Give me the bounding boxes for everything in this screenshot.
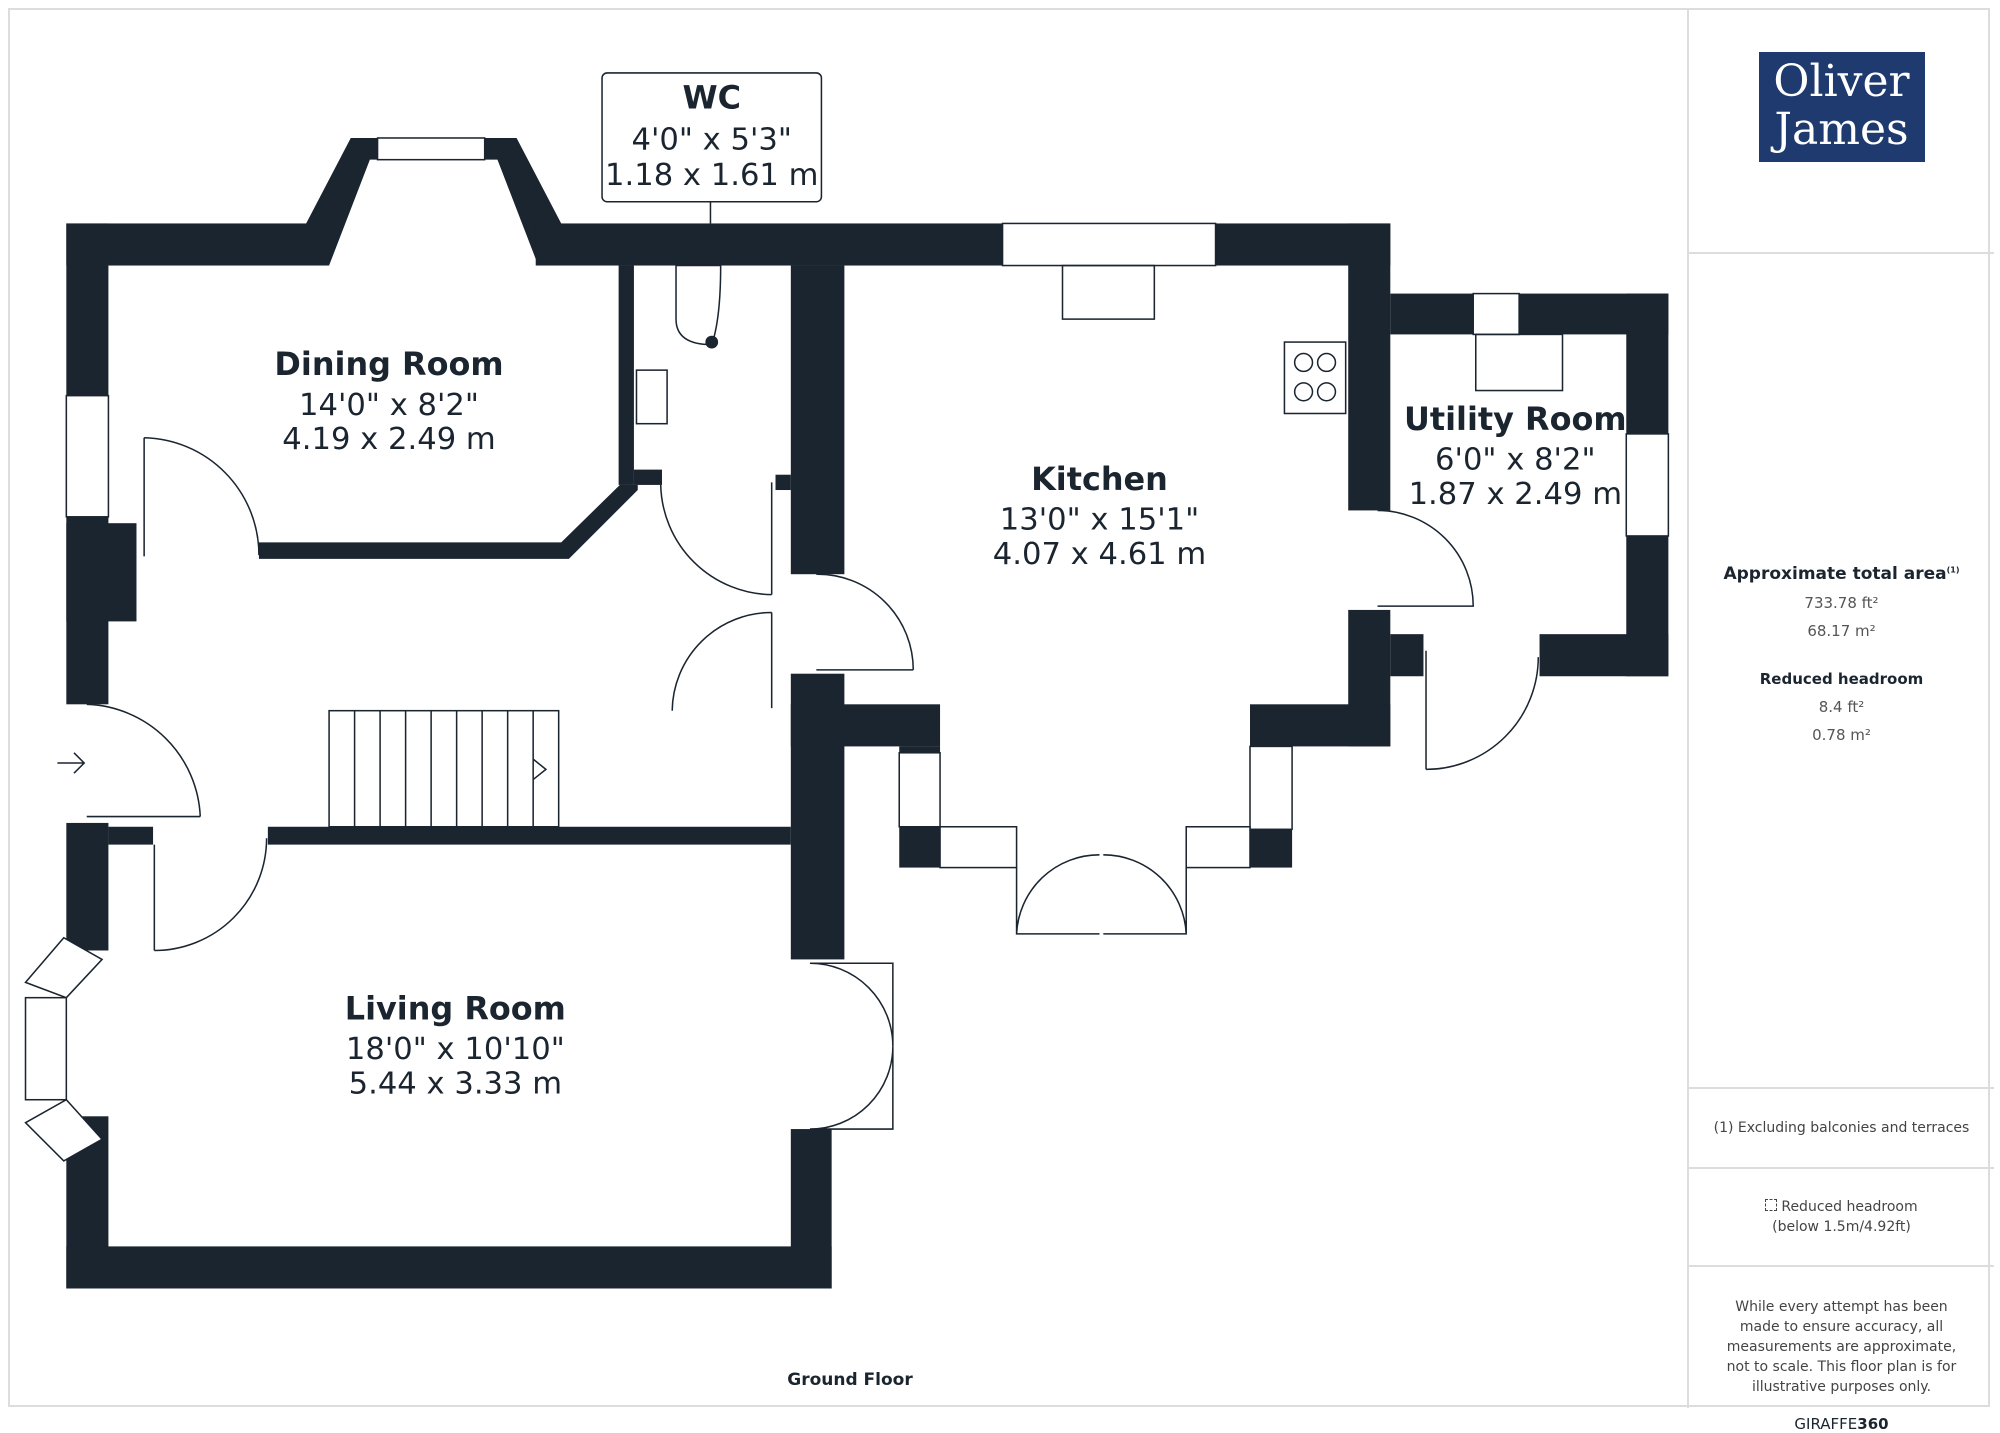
room-imperial: 18'0" x 10'10" <box>346 1032 565 1067</box>
room-imperial: 4'0" x 5'3" <box>632 122 792 157</box>
area-ft: 733.78 ft² <box>1804 594 1879 612</box>
room-imperial: 13'0" x 15'1" <box>1000 503 1199 538</box>
disclaimer: While every attempt has been made to ens… <box>1726 1299 1957 1395</box>
logo-line: Oliver <box>1773 56 1910 107</box>
area-m: 68.17 m² <box>1807 622 1876 640</box>
dashed-square-icon <box>1765 1199 1778 1211</box>
room-kitchen: Kitchen 13'0" x 15'1" 4.07 x 4.61 m <box>993 460 1206 572</box>
floor-label: Ground Floor <box>787 1370 913 1390</box>
room-imperial: 6'0" x 8'2" <box>1435 443 1595 478</box>
room-name: Kitchen <box>1031 460 1168 498</box>
room-metric: 4.07 x 4.61 m <box>993 537 1206 572</box>
staircase <box>328 709 560 828</box>
room-metric: 1.18 x 1.61 m <box>605 158 818 193</box>
room-name: Dining Room <box>274 345 503 383</box>
reduced-m: 0.78 m² <box>1812 726 1871 744</box>
room-metric: 5.44 x 3.33 m <box>349 1066 562 1101</box>
legend: Reduced headroom (below 1.5m/4.92ft) <box>1689 1169 1994 1267</box>
room-living: Living Room 18'0" x 10'10" 5.44 x 3.33 m <box>345 989 566 1101</box>
room-metric: 1.87 x 2.49 m <box>1409 477 1622 512</box>
brand-giraffe360: GIRAFFE360 <box>1794 1415 1889 1433</box>
room-imperial: 14'0" x 8'2" <box>299 388 479 423</box>
room-metric: 4.19 x 2.49 m <box>282 422 495 457</box>
room-name: WC <box>682 79 741 117</box>
logo-line: James <box>1774 104 1909 155</box>
area-section: Approximate total area(1) 733.78 ft² 68.… <box>1689 254 1994 1089</box>
room-utility: Utility Room 6'0" x 8'2" 1.87 x 2.49 m <box>1404 400 1627 512</box>
sidebar: Oliver James Approximate total area(1) 7… <box>1687 8 1994 1433</box>
room-name: Utility Room <box>1404 400 1627 438</box>
entrance-arrow-icon <box>57 752 86 774</box>
area-title: Approximate total area(1) <box>1723 564 1960 584</box>
footnote: (1) Excluding balconies and terraces <box>1689 1089 1994 1169</box>
wc-label-box: WC 4'0" x 5'3" 1.18 x 1.61 m <box>601 72 823 203</box>
room-name: Living Room <box>345 989 566 1027</box>
walls <box>24 137 1670 1289</box>
brand-logo: Oliver James <box>1758 52 1925 162</box>
reduced-ft: 8.4 ft² <box>1818 698 1865 716</box>
logo-section: Oliver James <box>1689 52 1994 254</box>
room-dining: Dining Room 14'0" x 8'2" 4.19 x 2.49 m <box>274 345 503 457</box>
reduced-title: Reduced headroom <box>1759 670 1924 688</box>
fixtures <box>57 201 1564 1130</box>
